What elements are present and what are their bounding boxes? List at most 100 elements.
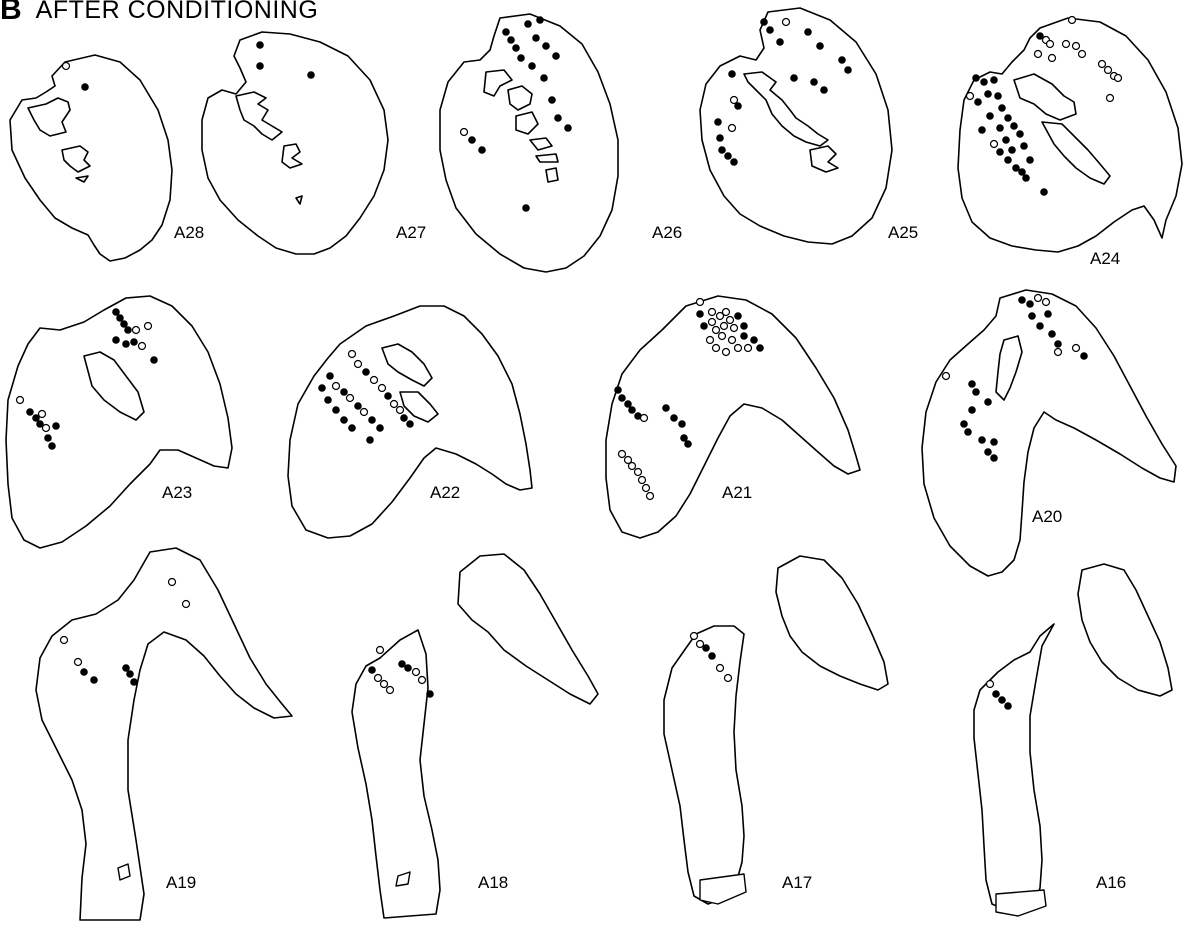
filled-site-marker [1010,122,1018,130]
filled-site-marker [662,404,670,412]
open-site-marker [619,451,626,458]
open-site-marker [1115,75,1122,82]
filled-site-marker [670,414,678,422]
filled-site-marker [324,396,332,404]
filled-site-marker [968,380,976,388]
filled-site-marker [348,424,356,432]
open-site-marker [727,317,734,324]
label-a25: A25 [888,223,918,242]
filled-site-marker [678,420,686,428]
filled-site-marker [618,394,626,402]
filled-site-marker [362,368,370,376]
open-site-marker [145,323,152,330]
filled-site-marker [1026,300,1034,308]
label-a16: A16 [1096,873,1126,892]
filled-site-marker [512,44,520,52]
open-site-marker [375,675,382,682]
filled-site-marker [468,136,476,144]
filled-site-marker [990,438,998,446]
section-a18 [352,554,598,918]
open-site-marker [1105,67,1112,74]
filled-site-marker [978,126,986,134]
filled-site-marker [1048,330,1056,338]
filled-site-marker [708,652,716,660]
filled-site-marker [1054,340,1062,348]
filled-site-marker [964,428,972,436]
open-site-marker [707,337,714,344]
open-site-marker [1049,55,1056,62]
filled-site-marker [734,312,742,320]
label-a23: A23 [162,483,192,502]
open-site-marker [629,463,636,470]
filled-site-marker [1022,174,1030,182]
section-outline [458,554,598,704]
open-site-marker [63,63,70,70]
open-site-marker [709,319,716,326]
label-a20: A20 [1032,507,1062,526]
filled-site-marker [532,34,540,42]
filled-site-marker [478,146,486,154]
filled-site-marker [998,104,1006,112]
open-site-marker [987,681,994,688]
label-a22: A22 [430,483,460,502]
label-a24: A24 [1090,249,1120,268]
filled-site-marker [756,344,764,352]
filled-site-marker [967,93,974,100]
label-a18: A18 [478,873,508,892]
filled-site-marker [340,416,348,424]
filled-site-marker [540,74,548,82]
open-site-marker [139,343,146,350]
open-site-marker [43,425,50,432]
filled-site-marker [326,372,334,380]
filled-site-marker [1004,702,1012,710]
filled-site-marker [718,146,726,154]
open-site-marker [379,385,386,392]
filled-site-marker [1018,296,1026,304]
filled-site-marker [990,76,998,84]
open-site-marker [723,349,730,356]
filled-site-marker [1004,114,1012,122]
open-site-marker [639,477,646,484]
open-site-marker [355,361,362,368]
open-site-marker [1099,61,1106,68]
filled-site-marker [1036,322,1044,330]
filled-site-marker [972,388,980,396]
open-site-marker [1043,299,1050,306]
filled-site-marker [524,20,532,28]
label-a28: A28 [174,223,204,242]
open-site-marker [709,309,716,316]
open-site-marker [1069,17,1076,24]
open-site-marker [17,397,24,404]
filled-site-marker [724,152,732,160]
filled-site-marker [986,112,994,120]
open-site-marker [745,345,752,352]
filled-site-marker [384,392,392,400]
label-a21: A21 [722,483,752,502]
filled-site-marker [684,440,692,448]
filled-site-marker [614,386,622,394]
filled-site-marker [1002,136,1010,144]
section-labels: A28 A27 A26 A25 A24 A23 A22 A21 A20 A19 … [162,223,1126,892]
open-site-marker [643,485,650,492]
open-site-marker [349,351,356,358]
filled-site-marker [522,204,530,212]
open-site-marker [691,633,698,640]
filled-site-marker [760,18,768,26]
filled-site-marker [400,414,408,422]
filled-site-marker [90,676,98,684]
section-a26 [440,14,618,272]
filled-site-marker [548,96,556,104]
filled-site-marker [26,408,34,416]
open-site-marker [713,327,720,334]
open-site-marker [413,669,420,676]
open-site-marker [397,407,404,414]
section-outline [36,548,292,920]
open-site-marker [735,345,742,352]
open-site-marker [61,637,68,644]
filled-site-marker [332,406,340,414]
filled-site-marker [628,406,636,414]
open-site-marker [1035,51,1042,58]
section-a27 [202,32,388,254]
open-site-marker [461,129,468,136]
